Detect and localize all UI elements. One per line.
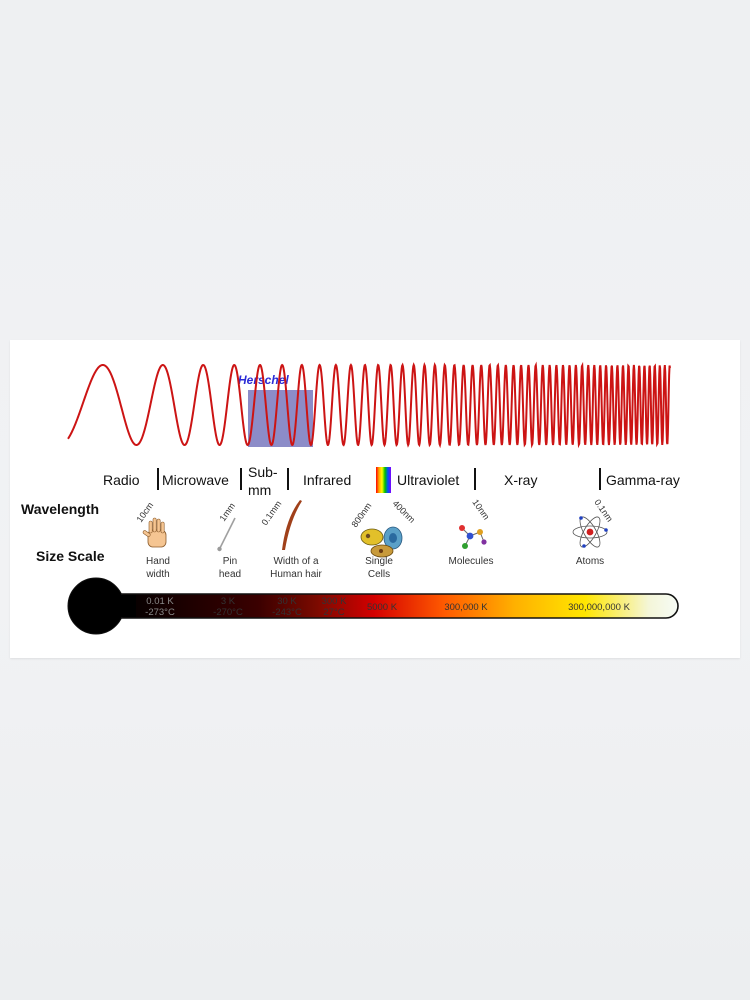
band-mm: mm bbox=[248, 482, 271, 498]
band-ultraviolet: Ultraviolet bbox=[397, 472, 459, 488]
temp-minus-273c: -273°C bbox=[145, 607, 175, 618]
hand-width-caption-2: width bbox=[145, 569, 169, 580]
pin-head-caption-2: head bbox=[219, 569, 241, 580]
band-divider bbox=[599, 468, 601, 490]
single-cells-caption-2: Cells bbox=[368, 569, 390, 580]
band-xray: X-ray bbox=[504, 472, 537, 488]
human-hair-caption-2: Human hair bbox=[270, 569, 322, 580]
wavelength-10cm: 10cm bbox=[134, 500, 155, 524]
molecules-caption: Molecules bbox=[448, 556, 493, 567]
hair-icon bbox=[282, 500, 302, 550]
hand-width-caption-1: Hand bbox=[146, 556, 170, 567]
band-gammaray: Gamma-ray bbox=[606, 472, 680, 488]
temp-3k: 3 K bbox=[221, 596, 236, 607]
herschel-band-box bbox=[248, 390, 313, 447]
wavelength-10nm: 10nm bbox=[470, 497, 491, 521]
electromagnetic-wave bbox=[67, 361, 671, 449]
band-divider bbox=[287, 468, 289, 490]
spectrum-diagram: Herschel Radio Microwave Sub- mm Infrare… bbox=[21, 361, 680, 635]
pin-head-caption-1: Pin bbox=[223, 556, 237, 567]
temp-5000k: 5000 K bbox=[367, 602, 398, 613]
wavelength-800nm: 800nm bbox=[349, 501, 373, 529]
size-scale-row-label: Size Scale bbox=[36, 548, 105, 564]
band-sub: Sub- bbox=[248, 464, 278, 480]
human-hair-caption-1: Width of a bbox=[273, 556, 318, 567]
temp-300k: 300 K bbox=[322, 596, 347, 607]
temp-30k: 30 K bbox=[277, 596, 297, 607]
temp-0-01k: 0.01 K bbox=[146, 596, 174, 607]
wavelength-0-1mm: 0.1mm bbox=[259, 499, 283, 527]
temp-minus-243c: -243°C bbox=[272, 607, 302, 618]
band-divider bbox=[157, 468, 159, 490]
temp-27c: 27°C bbox=[323, 607, 344, 618]
band-divider bbox=[240, 468, 242, 490]
band-microwave: Microwave bbox=[162, 472, 229, 488]
visible-spectrum-icon bbox=[376, 467, 391, 493]
cells-icon bbox=[360, 526, 403, 558]
atoms-caption: Atoms bbox=[576, 556, 604, 567]
wavelength-400nm: 400nm bbox=[391, 498, 418, 525]
hand-icon bbox=[142, 517, 167, 548]
atom-icon bbox=[572, 516, 608, 548]
pin-icon bbox=[217, 517, 236, 552]
wavelength-0-1nm: 0.1nm bbox=[592, 497, 615, 523]
temp-300000k: 300,000 K bbox=[444, 602, 488, 613]
thermometer-neck bbox=[96, 595, 136, 617]
single-cells-caption-1: Single bbox=[365, 556, 393, 567]
spectrum-poster: Herschel Radio Microwave Sub- mm Infrare… bbox=[10, 340, 740, 658]
band-radio: Radio bbox=[103, 472, 140, 488]
wavelength-row-label: Wavelength bbox=[21, 501, 99, 517]
band-infrared: Infrared bbox=[303, 472, 351, 488]
band-divider bbox=[474, 468, 476, 490]
molecule-icon bbox=[459, 525, 487, 549]
temp-minus-270c: -270°C bbox=[213, 607, 243, 618]
temp-300000000k: 300,000,000 K bbox=[568, 602, 630, 613]
